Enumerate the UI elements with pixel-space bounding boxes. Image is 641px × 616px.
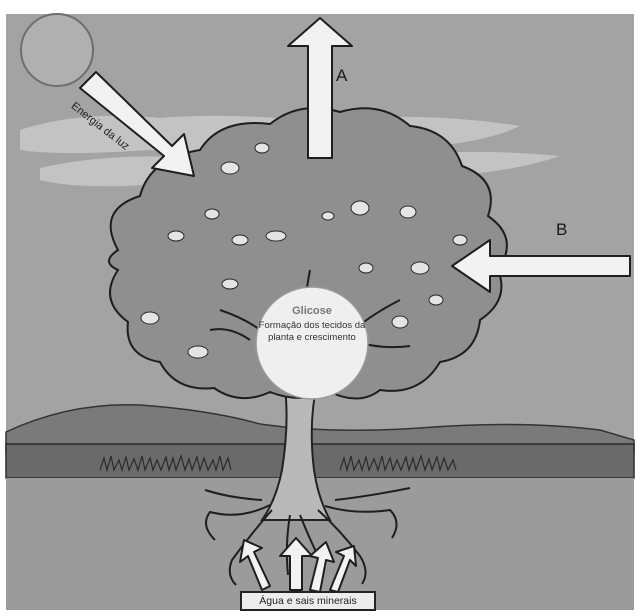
grass [99,454,457,473]
glucose-description: Formação dos tecidos da planta e crescim… [258,320,366,343]
arrow-diagonal-icon [79,71,195,177]
water-minerals-label: Água e sais minerais [240,591,376,611]
glucose-title: Glicose [292,305,332,317]
roots-arrows-icon [239,537,357,593]
glucose-text-block: Glicose Formação dos tecidos da planta e… [258,305,366,344]
arrow-left-icon [451,239,631,293]
arrow-up-icon [287,17,353,159]
canopy-highlights [140,142,468,359]
tree-trunk [260,379,332,521]
sun-icon [20,13,94,87]
roots [204,487,411,586]
tree-canopy [108,107,508,400]
label-a: A [336,66,348,85]
horizon-band [5,443,635,479]
glucose-circle [255,286,369,400]
label-b: B [556,220,568,239]
